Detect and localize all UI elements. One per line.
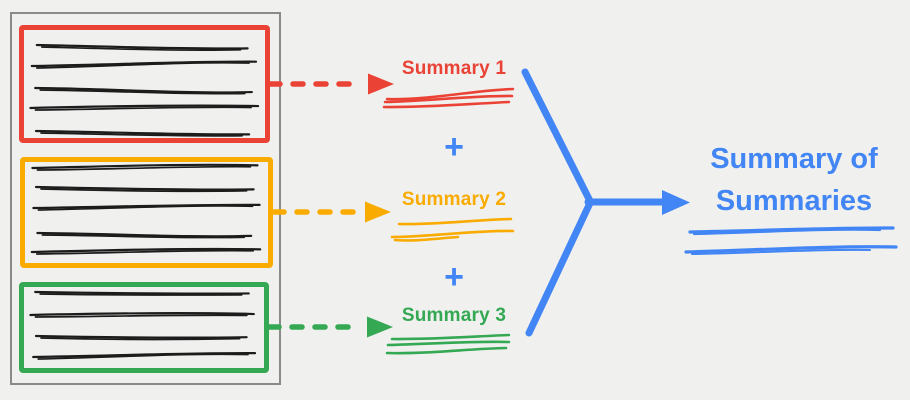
final-summary-label: Summary of Summaries xyxy=(664,138,910,222)
summary-1-label: Summary 1 xyxy=(401,58,507,79)
plus-icon-2: + xyxy=(444,258,464,296)
plus-icon-1: + xyxy=(444,128,464,166)
merge-join-arrow xyxy=(521,68,690,337)
summary-2-dashed-arrow xyxy=(271,201,391,223)
summary-3-dashed-arrow xyxy=(266,316,393,338)
document-3-text-scribbles xyxy=(29,290,257,360)
final-summary-line2: Summaries xyxy=(715,185,873,217)
final-summary-underline-scribble xyxy=(684,226,898,255)
document-1-text-scribbles xyxy=(29,43,260,137)
summary-2-underline-scribble xyxy=(390,217,515,242)
summary-2-label: Summary 2 xyxy=(401,189,507,210)
final-summary-line1: Summary of xyxy=(710,143,878,175)
document-box-2 xyxy=(20,157,273,268)
summary-1-dashed-arrow xyxy=(267,73,394,95)
documents-container-box xyxy=(10,12,281,385)
summary-3-label: Summary 3 xyxy=(401,305,507,326)
document-2-text-scribbles xyxy=(30,163,262,255)
summary-3-underline-scribble xyxy=(385,333,511,355)
summary-1-underline-scribble xyxy=(382,87,515,109)
